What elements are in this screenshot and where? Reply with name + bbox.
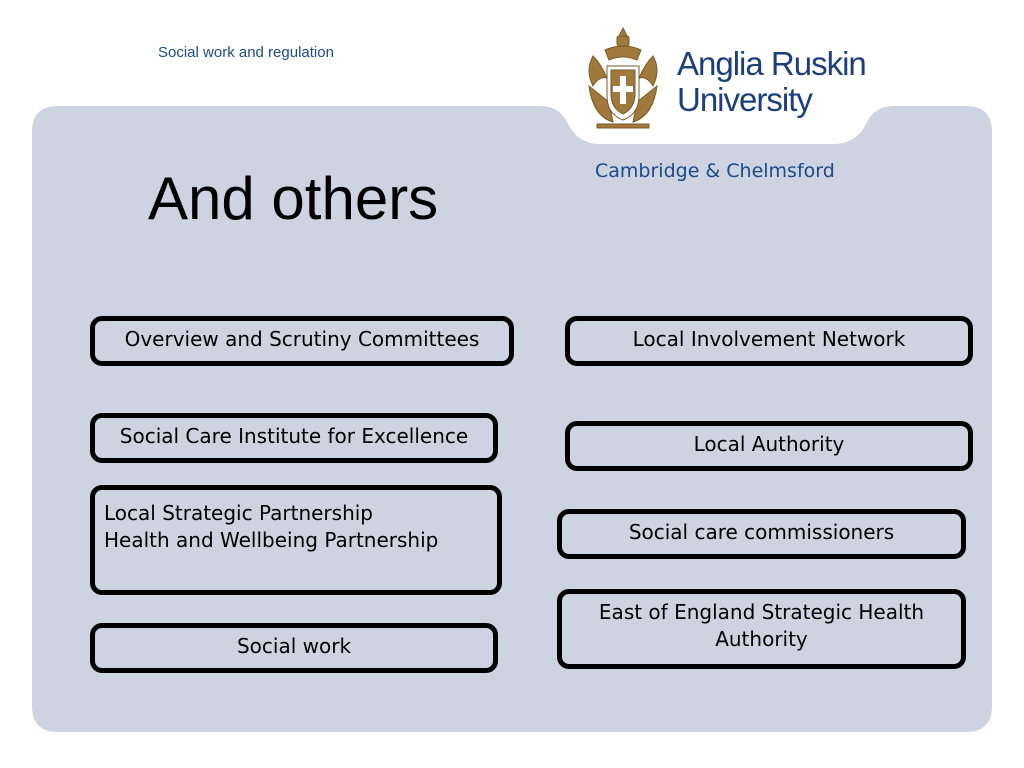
coat-of-arms-icon (588, 26, 658, 129)
box-strategic-health-authority: East of England Strategic Health Authori… (557, 589, 966, 669)
box-social-work-label: Social work (236, 634, 352, 658)
university-logo: Anglia Ruskin University (583, 26, 873, 134)
box-overview-scrutiny-label: Overview and Scrutiny Committees (124, 327, 480, 351)
box-local-authority: Local Authority (565, 421, 973, 471)
box-lsp-line1: Local Strategic Partnership (104, 501, 373, 525)
university-name-line2: University (677, 81, 813, 118)
box-local-involvement-network: Local Involvement Network (565, 316, 973, 366)
header-subtitle: Social work and regulation (158, 44, 334, 61)
box-social-care-commissioners: Social care commissioners (557, 509, 966, 559)
box-scie: Social Care Institute for Excellence (90, 413, 498, 463)
campus-label: Cambridge & Chelmsford (595, 160, 835, 182)
box-social-care-commissioners-label: Social care commissioners (628, 520, 895, 544)
box-local-authority-label: Local Authority (693, 432, 845, 456)
box-social-work: Social work (90, 623, 498, 673)
box-local-strategic-partnership: Local Strategic Partnership Health and W… (90, 485, 502, 595)
box-scie-label: Social Care Institute for Excellence (119, 424, 469, 448)
box-local-involvement-network-label: Local Involvement Network (632, 327, 906, 351)
university-name-line1: Anglia Ruskin (677, 45, 867, 82)
university-name: Anglia Ruskin University (677, 45, 867, 118)
box-strategic-health-authority-label: East of England Strategic Health Authori… (598, 600, 925, 651)
box-overview-scrutiny: Overview and Scrutiny Committees (90, 316, 514, 366)
box-lsp-line2: Health and Wellbeing Partnership (104, 528, 439, 552)
slide-title: And others (148, 165, 439, 232)
